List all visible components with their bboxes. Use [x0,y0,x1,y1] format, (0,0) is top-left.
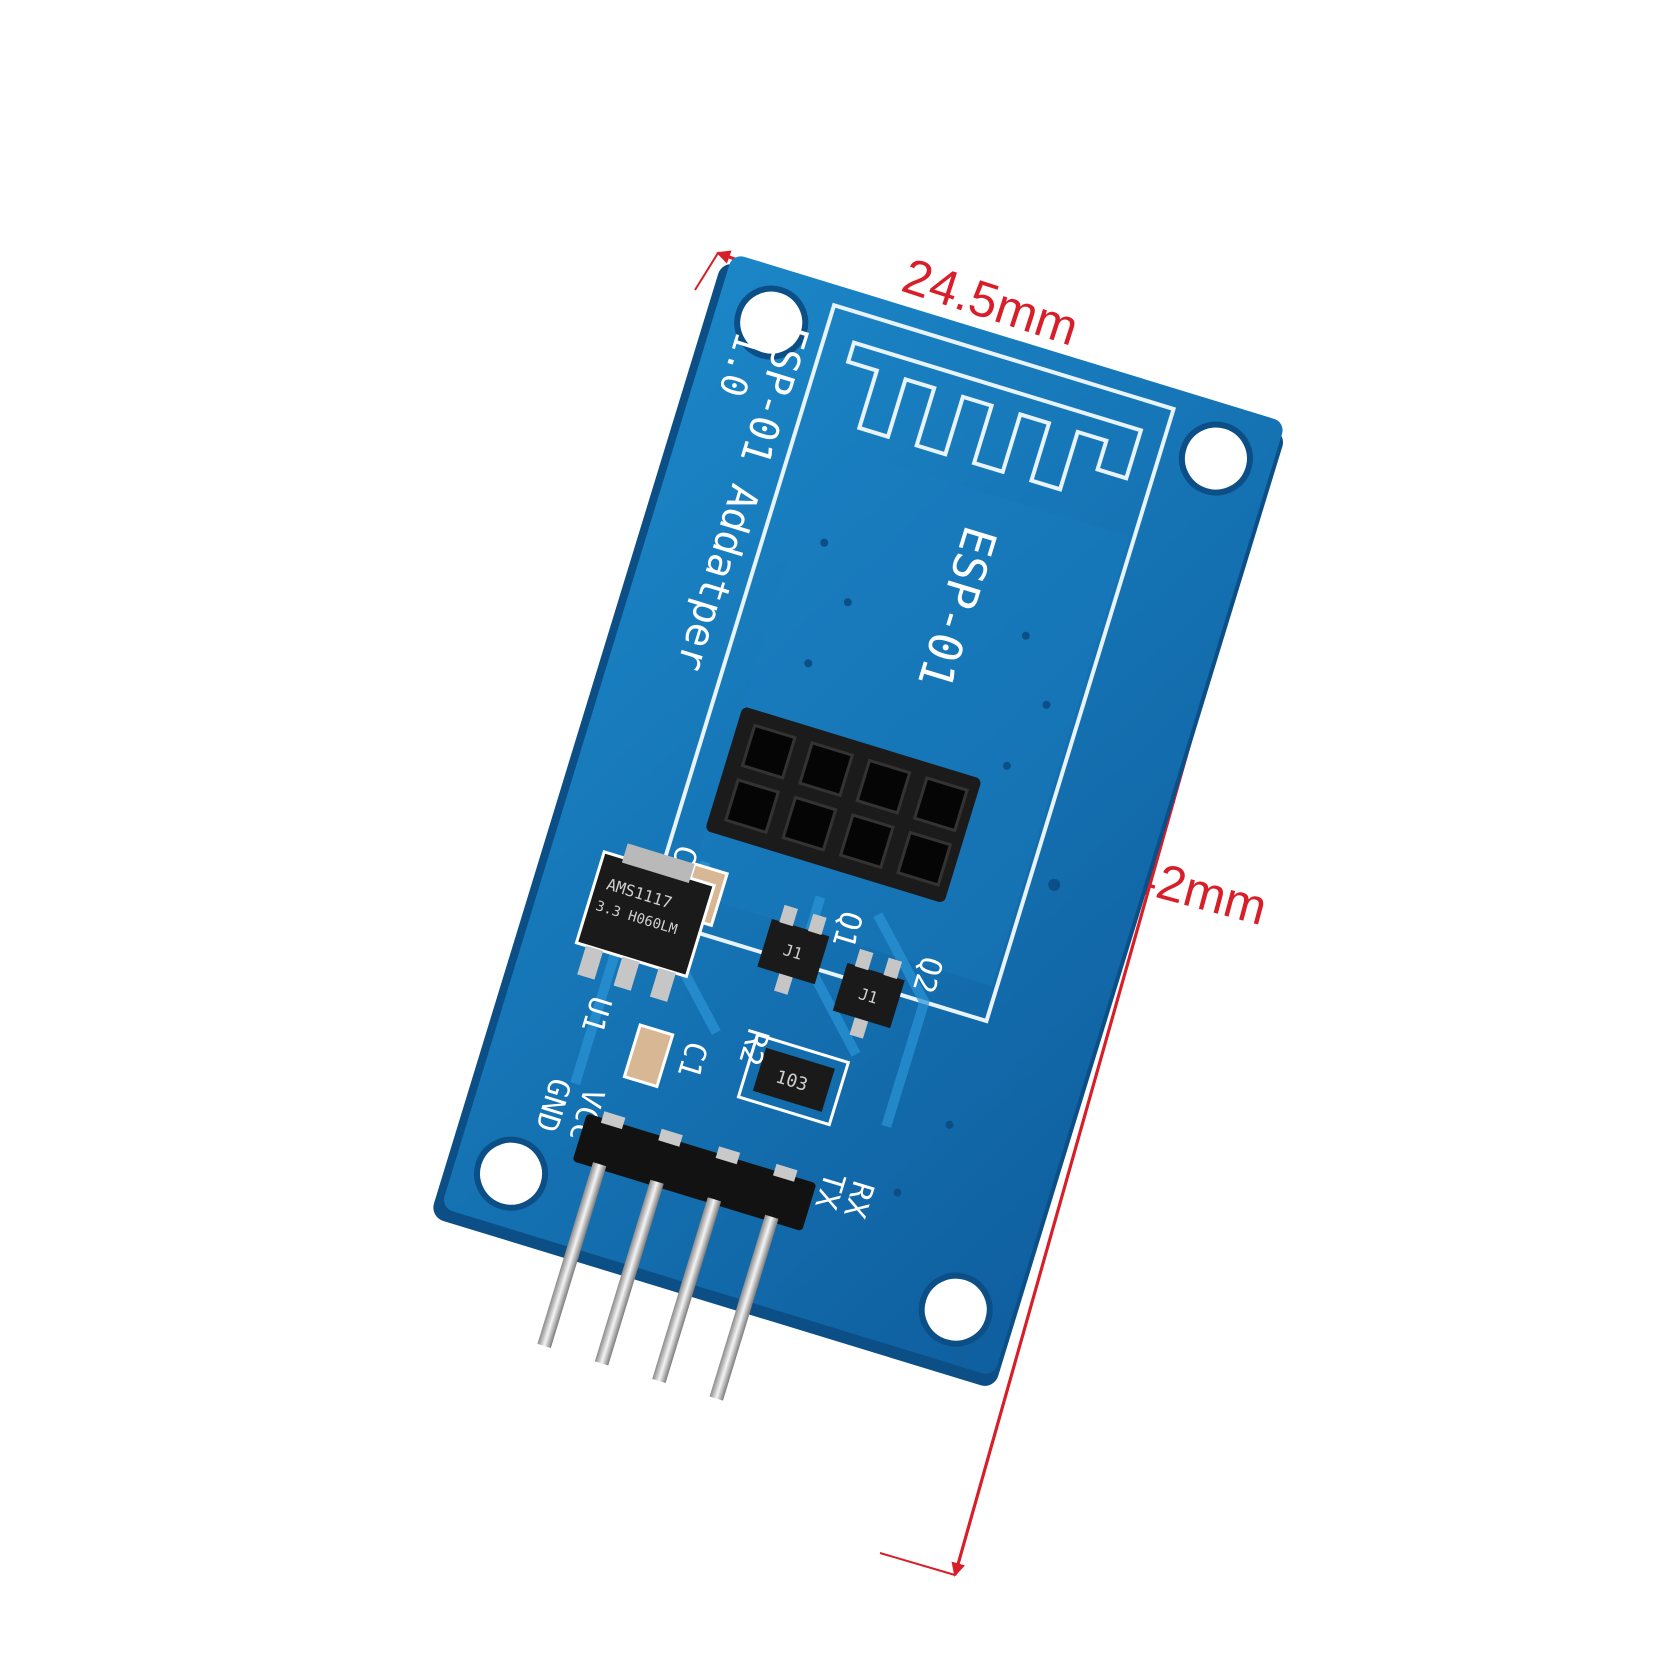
male-header [537,1111,816,1401]
transistor-q1: J1 Q1 [757,904,869,995]
mounting-holes [474,285,1253,1347]
q2-marking: J1 [856,984,880,1008]
regulator-u1: AMS1117 3.3 H060LM U1 [574,843,717,1037]
vias [804,538,1061,1197]
transistor-q2: J1 Q2 [832,948,949,1039]
esp01-adapter-board: ESP-01 Addatper V1.0 ESP-01 C2 [433,256,1283,1401]
q1-marking: J1 [781,940,805,964]
esp01-female-header [706,707,981,902]
antenna-silkscreen [845,340,1144,492]
resistor-r2: 103 R2 [731,1025,851,1127]
